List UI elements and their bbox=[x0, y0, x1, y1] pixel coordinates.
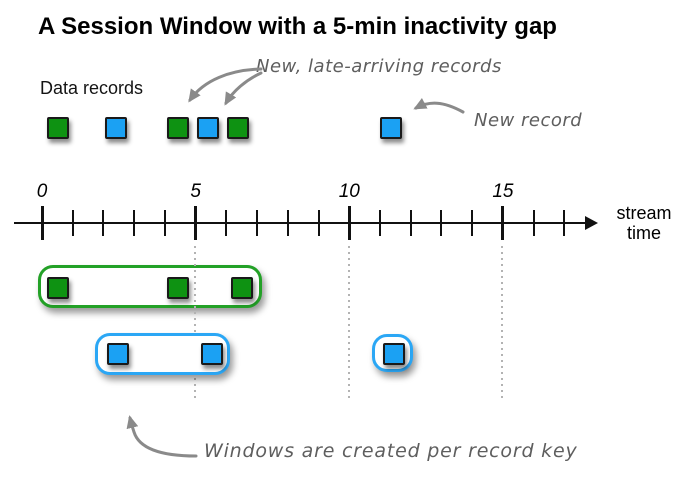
timeline-tick bbox=[102, 210, 105, 236]
timeline-tick bbox=[194, 206, 198, 240]
green-record-square bbox=[47, 117, 69, 139]
timeline-tick-label: 15 bbox=[492, 181, 514, 202]
timeline-tick bbox=[532, 210, 535, 236]
late-record-arrow-right-icon bbox=[224, 71, 263, 106]
blue-record-square bbox=[201, 343, 223, 365]
timeline-tick bbox=[133, 210, 136, 236]
green-record-square bbox=[231, 277, 253, 299]
stream-time-label: stream time bbox=[608, 203, 680, 243]
timeline-tick-label: 0 bbox=[36, 181, 48, 202]
timeline-tick bbox=[71, 210, 74, 236]
new-record-arrow-icon bbox=[413, 97, 465, 114]
timeline-tick bbox=[563, 210, 566, 236]
timeline-tick bbox=[379, 210, 382, 236]
timeline-tick bbox=[225, 210, 228, 236]
windows-note-annotation: Windows are created per record key bbox=[204, 440, 578, 462]
timeline-tick bbox=[317, 210, 320, 236]
blue-record-square bbox=[383, 343, 405, 365]
timeline-tick bbox=[163, 210, 166, 236]
late-record-arrow-left-icon bbox=[188, 67, 263, 103]
diagram-title: A Session Window with a 5-min inactivity… bbox=[38, 13, 557, 40]
late-records-annotation: New, late-arriving records bbox=[256, 56, 502, 77]
timeline-tick-label: 5 bbox=[190, 181, 201, 202]
green-session-window bbox=[38, 265, 262, 308]
blue-record-square bbox=[105, 117, 127, 139]
new-record-annotation: New record bbox=[474, 110, 583, 131]
blue-record-square bbox=[197, 117, 219, 139]
timeline-tick bbox=[501, 206, 505, 240]
timeline-tick bbox=[40, 206, 44, 240]
stream-time-line1: stream bbox=[616, 203, 672, 223]
blue-record-square bbox=[107, 343, 129, 365]
timeline-tick-label: 10 bbox=[338, 181, 360, 202]
green-record-square bbox=[167, 277, 189, 299]
data-records-label: Data records bbox=[40, 78, 144, 98]
timeline-tick bbox=[347, 206, 351, 240]
green-record-square bbox=[167, 117, 189, 139]
dotted-gridline bbox=[501, 246, 503, 398]
timeline-tick bbox=[471, 210, 474, 236]
dotted-gridline bbox=[194, 246, 196, 398]
dotted-gridline bbox=[348, 246, 350, 398]
windows-note-arrow-icon bbox=[126, 415, 198, 458]
timeline-tick bbox=[440, 210, 443, 236]
green-record-square bbox=[227, 117, 249, 139]
blue-record-square bbox=[380, 117, 402, 139]
timeline-tick bbox=[286, 210, 289, 236]
timeline-arrowhead-icon bbox=[585, 216, 598, 230]
green-record-square bbox=[47, 277, 69, 299]
timeline-axis bbox=[14, 222, 586, 224]
stream-time-line2: time bbox=[626, 223, 661, 243]
timeline-tick bbox=[256, 210, 259, 236]
timeline-tick bbox=[409, 210, 412, 236]
